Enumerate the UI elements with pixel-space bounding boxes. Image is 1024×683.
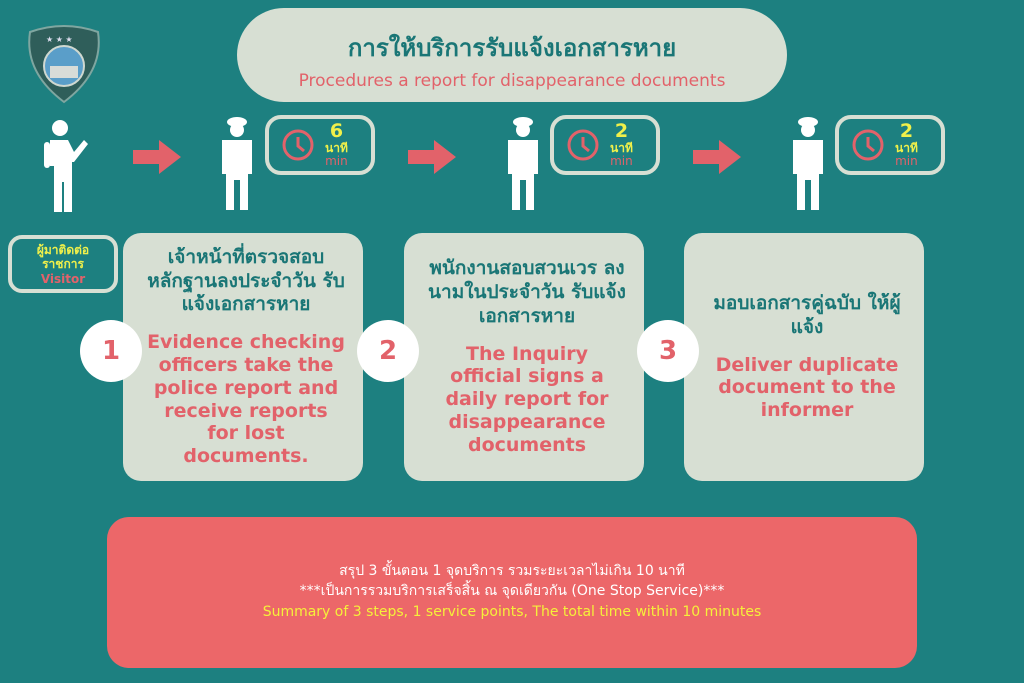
step-thai: เจ้าหน้าที่ตรวจสอบ หลักฐานลงประจำวัน รับ… (147, 245, 345, 316)
title-banner: การให้บริการรับแจ้งเอกสารหาย Procedures … (237, 8, 787, 102)
title-english: Procedures a report for disappearance do… (298, 71, 726, 91)
summary-line-1: สรุป 3 ขั้นตอน 1 จุดบริการ รวมระยะเวลาไม… (339, 563, 685, 579)
step-english: The Inquiry official signs a daily repor… (445, 342, 609, 456)
step-thai: พนักงานสอบสวนเวร ลงนามในประจำวัน รับแจ้ง… (428, 257, 626, 327)
timer-value: 2 (614, 120, 629, 143)
timer-unit-thai: นาที (325, 141, 348, 156)
step-card-1: เจ้าหน้าที่ตรวจสอบ หลักฐานลงประจำวัน รับ… (123, 233, 363, 481)
step-number-3: 3 (637, 320, 699, 382)
summary-box: สรุป 3 ขั้นตอน 1 จุดบริการ รวมระยะเวลาไม… (107, 517, 917, 668)
visitor-label: ผู้มาติดต่อ ราชการ Visitor (8, 235, 118, 293)
step-number-2: 2 (357, 320, 419, 382)
police-station-logo: ★ ★ ★ (28, 25, 100, 104)
summary-line-2: ***เป็นการรวมบริการเสร็จสิ้น ณ จุดเดียวก… (299, 583, 725, 600)
visitor-thai-2: ราชการ (42, 257, 84, 272)
clock-icon (282, 129, 314, 161)
timer-value: 2 (899, 120, 914, 143)
visitor-person-icon (44, 120, 88, 212)
step-number-1: 1 (80, 320, 142, 382)
visitor-english: Visitor (40, 271, 86, 286)
clock-icon (852, 129, 884, 161)
timer-unit-thai: นาที (895, 141, 918, 156)
timer-unit-english: min (610, 153, 633, 168)
svg-text:★ ★ ★: ★ ★ ★ (46, 35, 73, 44)
officer-icon (793, 117, 823, 210)
summary-line-3: Summary of 3 steps, 1 service points, Th… (262, 603, 762, 620)
officer-icon (508, 117, 538, 210)
title-thai: การให้บริการรับแจ้งเอกสารหาย (347, 34, 677, 62)
arrow-right-icon (408, 140, 456, 174)
step-english: Deliver duplicate document to the inform… (715, 353, 899, 422)
officer-icon (222, 117, 252, 210)
visitor-thai-1: ผู้มาติดต่อ (36, 243, 90, 257)
arrow-right-icon (133, 140, 181, 174)
arrow-right-icon (693, 140, 741, 174)
step-thai: มอบเอกสารคู่ฉบับ ให้ผู้แจ้ง (713, 292, 901, 338)
step-card-2: พนักงานสอบสวนเวร ลงนามในประจำวัน รับแจ้ง… (404, 233, 644, 481)
timer-unit-english: min (325, 153, 348, 168)
timer-value: 6 (329, 120, 344, 143)
step-english: Evidence checking officers take the poli… (147, 331, 345, 468)
timer-unit-english: min (895, 153, 918, 168)
timer-unit-thai: นาที (610, 141, 633, 156)
step-card-3: มอบเอกสารคู่ฉบับ ให้ผู้แจ้ง Deliver dupl… (684, 233, 924, 481)
clock-icon (567, 129, 599, 161)
